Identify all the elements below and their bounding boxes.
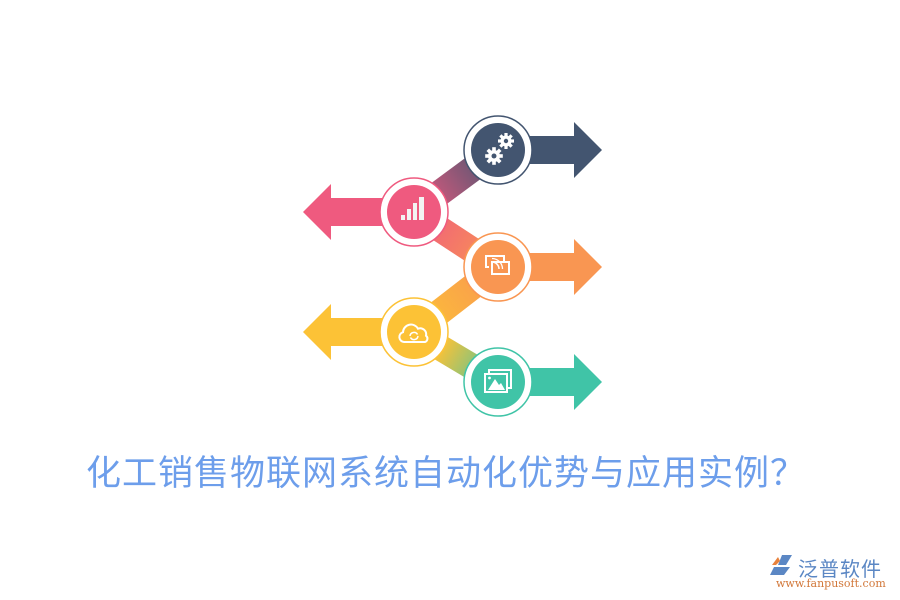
- bar-chart-icon: [401, 197, 424, 220]
- step-2-node: [379, 177, 449, 247]
- gears-icon: [485, 133, 514, 165]
- fanpu-logo-icon: [770, 555, 792, 575]
- page-title: 化工销售物联网系统自动化优势与应用实例？: [86, 454, 807, 494]
- logo-name: 泛普软件: [798, 557, 882, 581]
- cloud-sync-icon: [398, 323, 429, 343]
- logo-url: www.fanpusoft.com: [776, 577, 886, 590]
- step-5-node: [463, 347, 533, 417]
- fanpusoft-logo: 泛普软件 www.fanpusoft.com: [768, 553, 896, 595]
- step-1-node: [463, 115, 533, 185]
- image-gallery-icon: [484, 369, 512, 393]
- screen-cast-icon: [485, 255, 510, 275]
- step-4-node: [379, 297, 449, 367]
- step-3-node: [463, 232, 533, 302]
